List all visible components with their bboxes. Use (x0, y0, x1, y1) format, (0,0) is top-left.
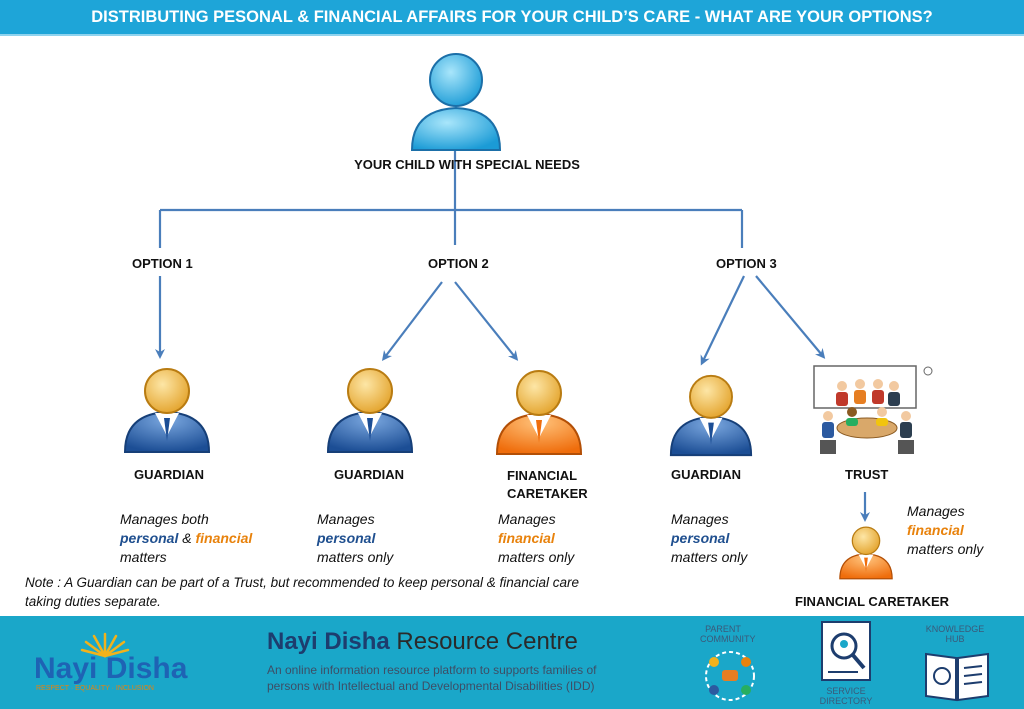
financial-caretaker-label: FINANCIAL CARETAKER (507, 467, 588, 503)
guardian2-label: GUARDIAN (334, 467, 405, 482)
trust-caretaker-description: Manages financial matters only (907, 502, 983, 559)
desc-line: persons with Intellectual and Developmen… (267, 679, 595, 693)
parent-community-tag[interactable]: PARENT COMMUNITY (700, 624, 756, 644)
tag-line: DIRECTORY (819, 696, 873, 706)
guardian-person-icon (669, 374, 753, 457)
page-header: DISTRIBUTING PESONAL & FINANCIAL AFFAIRS… (0, 0, 1024, 36)
parent-community-icon[interactable] (700, 648, 760, 704)
note-line1: Note : A Guardian can be part of a Trust… (25, 575, 580, 590)
guardian-person-icon (326, 368, 414, 453)
guardian-person-icon (123, 368, 211, 453)
knowledge-hub-icon[interactable] (922, 646, 992, 704)
tag-line: PARENT (705, 624, 741, 634)
guardian1-label: GUARDIAN (134, 467, 205, 482)
connector-lines (155, 150, 870, 522)
trust-label: TRUST (845, 467, 889, 482)
brand-rest: Resource Centre (389, 628, 578, 655)
tag-line: KNOWLEDGE (925, 624, 985, 634)
desc-line: Manages (671, 511, 729, 527)
personal-text: personal (317, 530, 376, 546)
desc-line: Manages both (120, 511, 209, 527)
caretaker-label-line2: CARETAKER (507, 486, 588, 501)
desc-line: matters only (907, 541, 984, 557)
desc-line: An online information resource platform … (267, 663, 597, 677)
trust-meeting-icon (813, 365, 933, 454)
logo-tagline: RESPECT · EQUALITY · INCLUSION (36, 685, 154, 692)
tag-line: COMMUNITY (700, 634, 756, 644)
option3-right-arrow (755, 275, 826, 359)
desc-line: matters only (498, 549, 575, 565)
guardian2-description: Manages personal matters only (317, 510, 393, 567)
financial-text: financial (195, 530, 253, 546)
option2-left-arrow (381, 281, 443, 361)
service-directory-tag[interactable]: SERVICE DIRECTORY (818, 686, 874, 706)
footer-banner: Nayi Disha RESPECT · EQUALITY · INCLUSIO… (0, 616, 1024, 709)
option2-right-arrow (454, 281, 519, 361)
resource-centre-description: An online information resource platform … (267, 662, 597, 694)
caretaker-label-line1: FINANCIAL (507, 468, 578, 483)
root-label: YOUR CHILD WITH SPECIAL NEEDS (354, 157, 580, 172)
caretaker-description: Manages financial matters only (498, 510, 574, 567)
brand-name: Nayi Disha (267, 628, 390, 655)
caretaker-person-icon (839, 526, 893, 580)
note-text: Note : A Guardian can be part of a Trust… (25, 573, 725, 611)
desc-line: Manages (498, 511, 556, 527)
personal-text: personal (120, 530, 179, 546)
child-person-icon (410, 53, 502, 151)
personal-text: personal (671, 530, 730, 546)
desc-line: matters only (317, 549, 394, 565)
financial-text: financial (498, 530, 555, 546)
desc-line: matters (120, 549, 167, 565)
tag-line: HUB (945, 634, 965, 644)
tag-line: SERVICE (826, 686, 866, 696)
sun-logo-icon (80, 632, 130, 658)
resource-centre-title: Nayi Disha Resource Centre (267, 628, 578, 656)
financial-text: financial (907, 522, 964, 538)
option1-label: OPTION 1 (132, 256, 193, 271)
guardian3-label: GUARDIAN (671, 467, 742, 482)
note-line2: taking duties separate. (25, 594, 161, 609)
desc-line: Manages (317, 511, 375, 527)
desc-line: matters only (671, 549, 748, 565)
logo-wordmark[interactable]: Nayi Disha (34, 652, 188, 685)
amp-text: & (178, 530, 196, 546)
trust-caretaker-label: FINANCIAL CARETAKER (795, 594, 950, 609)
guardian3-description: Manages personal matters only (671, 510, 747, 567)
option3-label: OPTION 3 (716, 256, 777, 271)
desc-line: personal & financial (120, 529, 252, 548)
knowledge-hub-tag[interactable]: KNOWLEDGE HUB (920, 624, 990, 644)
service-directory-icon[interactable] (818, 620, 874, 684)
desc-line: Manages (907, 503, 965, 519)
caretaker-person-icon (495, 370, 583, 455)
option3-left-arrow (700, 275, 745, 366)
option2-label: OPTION 2 (428, 256, 489, 271)
guardian1-description: Manages both personal & financial matter… (120, 510, 252, 567)
